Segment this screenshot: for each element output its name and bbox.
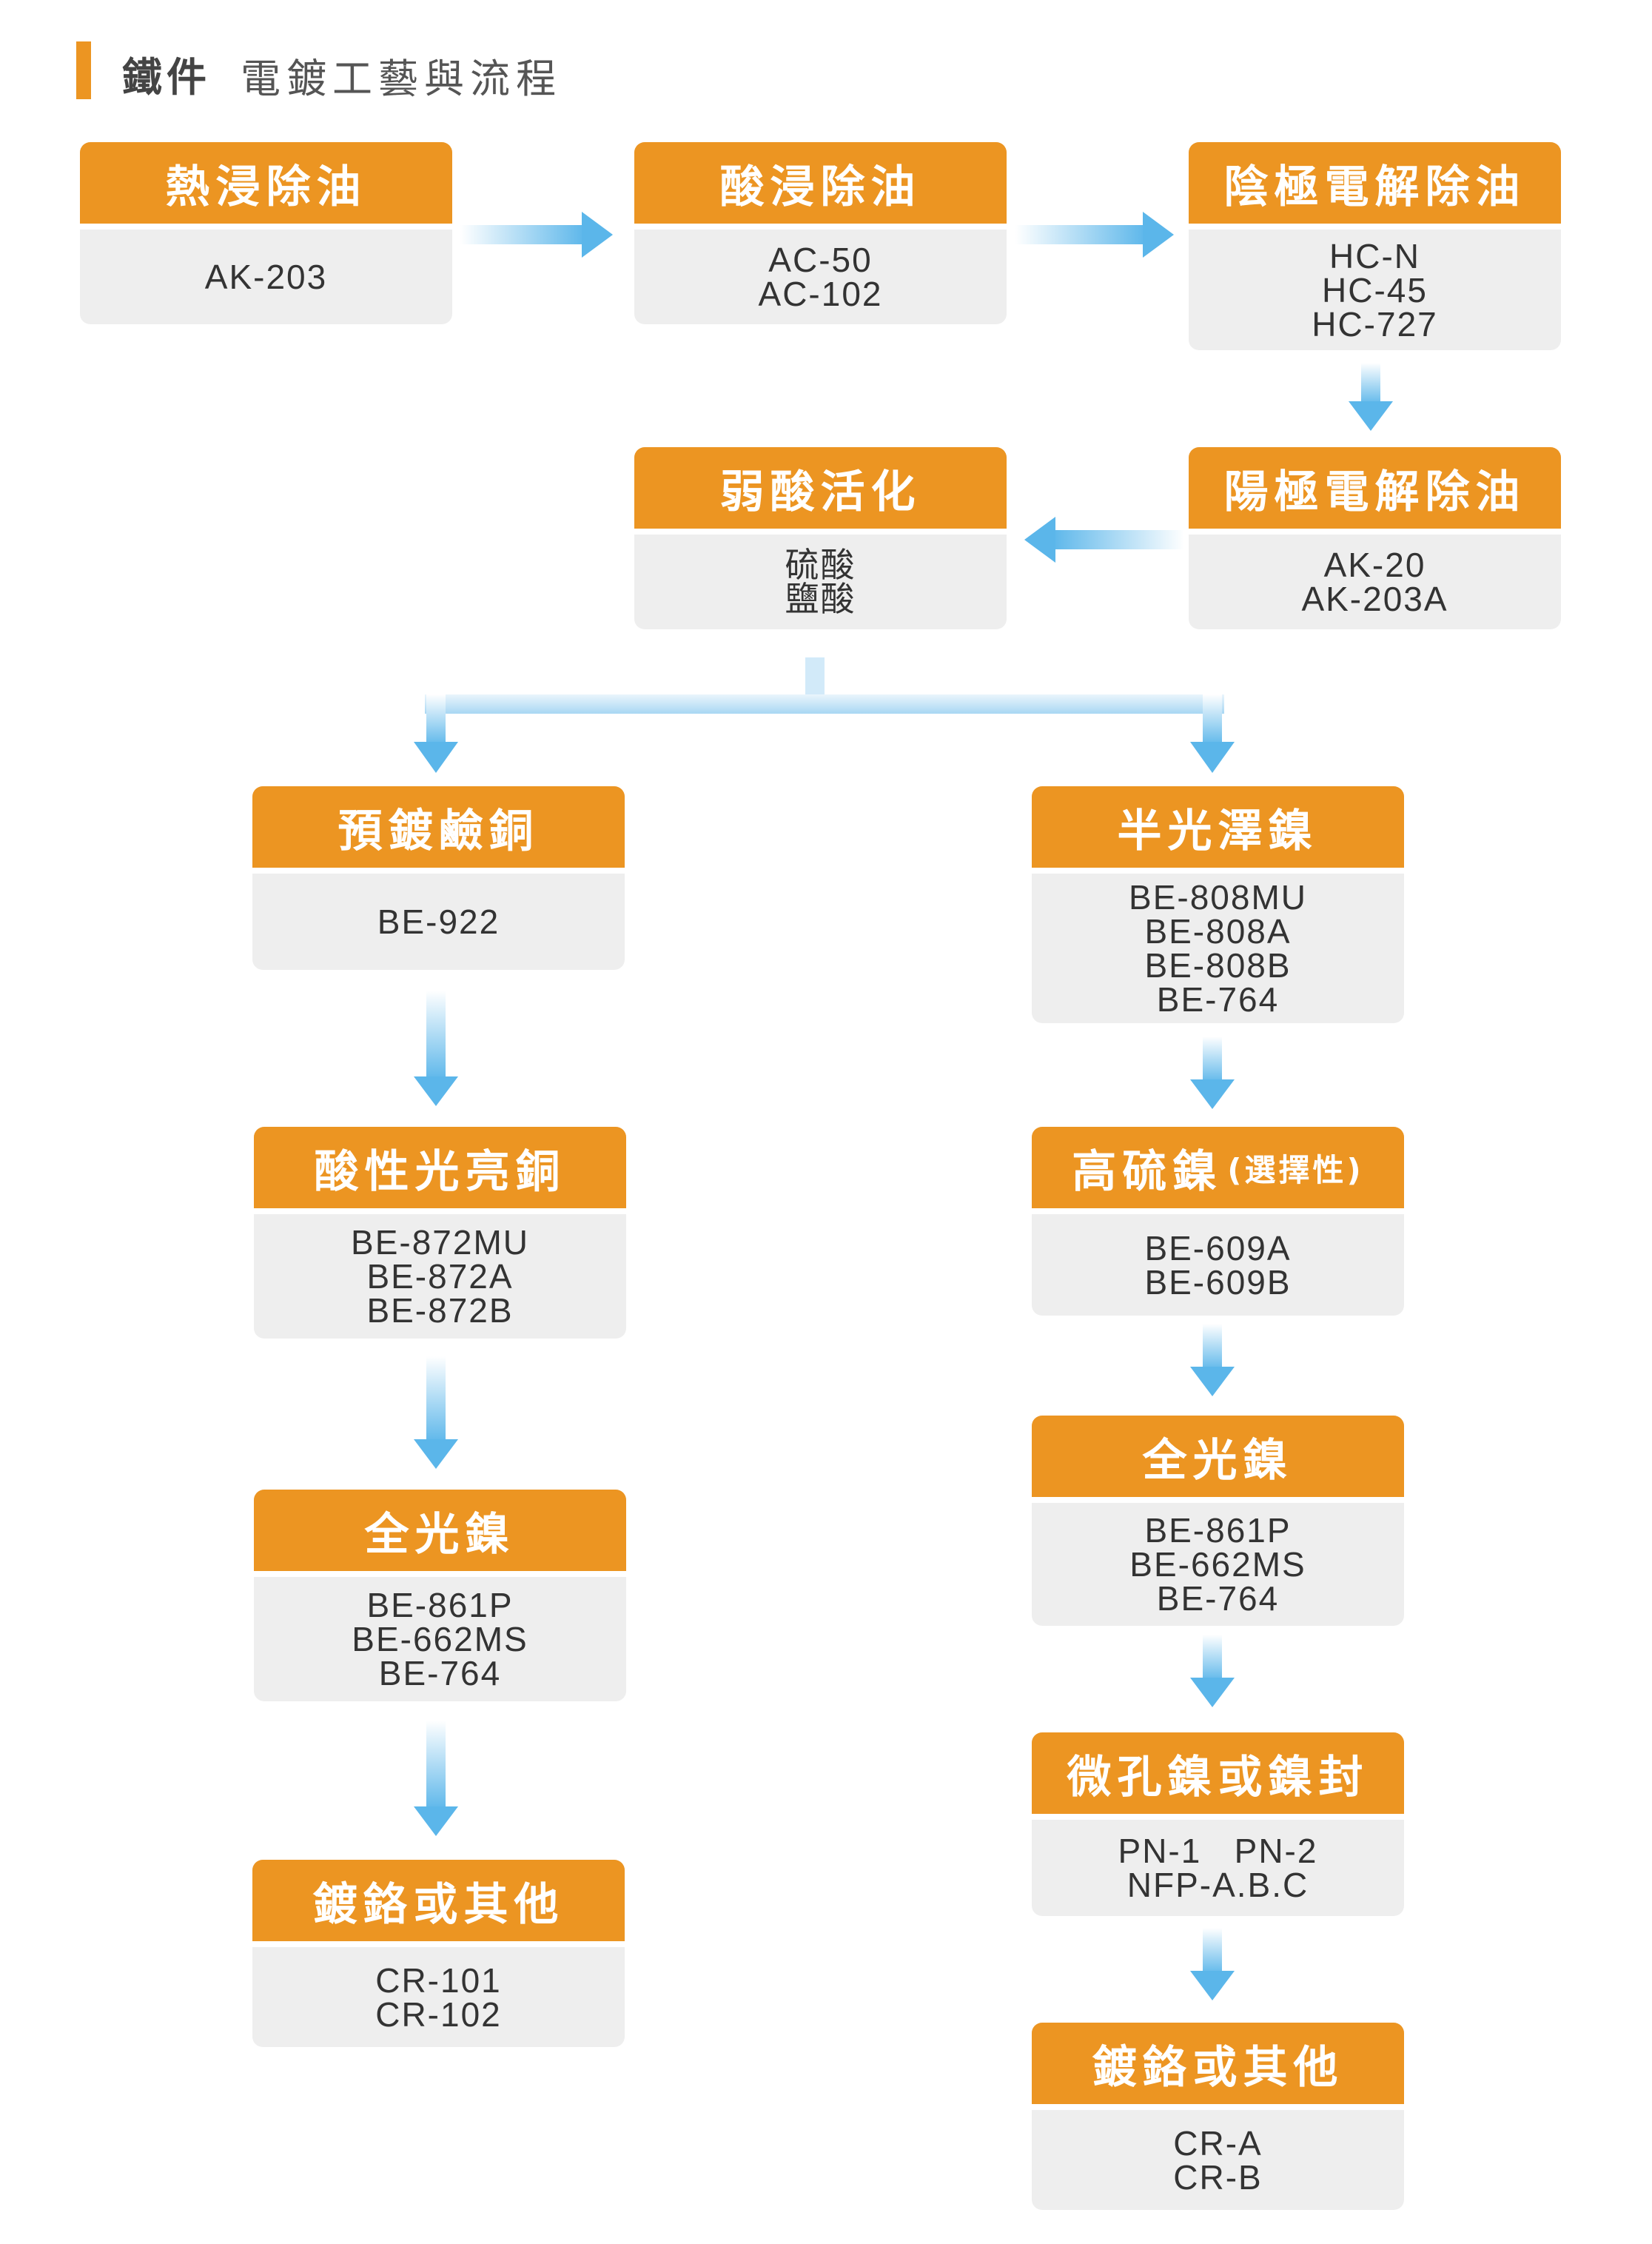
step-products: CR-101 CR-102 (252, 1947, 625, 2047)
arrow-down-left-3 (414, 1721, 458, 1836)
step-products: HC-N HC-45 HC-727 (1189, 230, 1561, 350)
product-code: BE-609B (1144, 1262, 1292, 1302)
product-code: 鹽酸 (785, 580, 856, 618)
step-chrome-or-other-right: 鍍鉻或其他 CR-A CR-B (1032, 2023, 1404, 2210)
step-title: 陽極電解除油 (1189, 447, 1561, 535)
product-code: AC-102 (758, 275, 883, 313)
step-chrome-or-other-left: 鍍鉻或其他 CR-101 CR-102 (252, 1860, 625, 2047)
product-code: BE-764 (1156, 1579, 1280, 1618)
product-code: BE-922 (377, 902, 500, 941)
step-products: AK-20 AK-203A (1189, 535, 1561, 629)
product-code: BE-609A (1144, 1228, 1292, 1267)
product-code: 硫酸 (785, 546, 856, 584)
product-code: CR-102 (375, 1995, 502, 2034)
product-code: BE-808A (1144, 912, 1292, 951)
step-hot-soak-degrease: 熱浸除油 AK-203 (80, 142, 452, 324)
arrow-left-weak-acid (1024, 517, 1184, 563)
product-code: BE-861P (366, 1586, 514, 1624)
step-cathodic-electro-degrease: 陰極電解除油 HC-N HC-45 HC-727 (1189, 142, 1561, 350)
product-code: BE-808MU (1129, 878, 1307, 917)
step-title: 全光鎳 (1032, 1416, 1404, 1503)
step-title: 高硫鎳 (選擇性) (1032, 1127, 1404, 1214)
step-title-text: 高硫鎳 (1072, 1145, 1223, 1198)
step-products: BE-808MU BE-808A BE-808B BE-764 (1032, 874, 1404, 1023)
step-products: BE-609A BE-609B (1032, 1214, 1404, 1316)
step-title: 熱浸除油 (80, 142, 452, 230)
step-weak-acid-activation: 弱酸活化 硫酸 鹽酸 (634, 447, 1007, 629)
arrow-right-1 (460, 212, 613, 258)
product-code: CR-101 (375, 1960, 502, 2000)
step-title: 弱酸活化 (634, 447, 1007, 535)
step-title: 酸性光亮銅 (254, 1127, 626, 1214)
arrow-down-left-2 (414, 1356, 458, 1469)
step-title: 酸浸除油 (634, 142, 1007, 230)
arrow-down-right-2 (1190, 1324, 1235, 1396)
step-title: 鍍鉻或其他 (1032, 2023, 1404, 2110)
product-code: BE-808B (1144, 946, 1292, 985)
step-products: AK-203 (80, 230, 452, 324)
product-code: HC-N (1329, 236, 1420, 275)
arrow-down-right-1 (1190, 1036, 1235, 1109)
arrow-down-anodic (1349, 363, 1393, 431)
step-high-sulfur-nickel: 高硫鎳 (選擇性) BE-609A BE-609B (1032, 1127, 1404, 1316)
step-products: CR-A CR-B (1032, 2110, 1404, 2210)
step-products: BE-861P BE-662MS BE-764 (254, 1577, 626, 1701)
product-code: BE-764 (378, 1654, 502, 1692)
step-title-note: (選擇性) (1227, 1151, 1364, 1188)
product-code: PN-1 PN-2 (1118, 1832, 1318, 1870)
step-products: 硫酸 鹽酸 (634, 535, 1007, 629)
step-products: BE-922 (252, 874, 625, 970)
step-products: PN-1 PN-2 NFP-A.B.C (1032, 1820, 1404, 1916)
page-subtitle: 電鍍工藝與流程 (241, 56, 562, 102)
step-pre-alkaline-copper: 預鍍鹼銅 BE-922 (252, 786, 625, 970)
product-code: AK-20 (1323, 546, 1426, 584)
arrow-down-left-1 (414, 991, 458, 1106)
product-code: BE-872B (366, 1291, 514, 1330)
step-title: 全光鎳 (254, 1490, 626, 1577)
step-products: AC-50 AC-102 (634, 230, 1007, 324)
product-code: BE-662MS (1129, 1545, 1306, 1584)
branch-connector (414, 657, 1235, 773)
step-products: BE-872MU BE-872A BE-872B (254, 1214, 626, 1339)
product-code: HC-727 (1312, 304, 1438, 344)
step-acid-soak-degrease: 酸浸除油 AC-50 AC-102 (634, 142, 1007, 324)
step-bright-nickel-right: 全光鎳 BE-861P BE-662MS BE-764 (1032, 1416, 1404, 1626)
step-bright-nickel-left: 全光鎳 BE-861P BE-662MS BE-764 (254, 1490, 626, 1701)
product-code: BE-861P (1144, 1511, 1292, 1550)
step-acid-bright-copper: 酸性光亮銅 BE-872MU BE-872A BE-872B (254, 1127, 626, 1339)
step-semi-bright-nickel: 半光澤鎳 BE-808MU BE-808A BE-808B BE-764 (1032, 786, 1404, 1023)
product-code: BE-872A (366, 1257, 514, 1296)
title-accent-bar (76, 41, 91, 99)
product-code: BE-764 (1156, 980, 1280, 1019)
page-title: 鐵件 (122, 54, 211, 101)
arrow-down-right-4 (1190, 1928, 1235, 2000)
product-code: BE-872MU (351, 1223, 529, 1262)
step-title: 陰極電解除油 (1189, 142, 1561, 230)
product-code: AC-50 (768, 241, 873, 279)
product-code: AK-203 (204, 258, 328, 296)
product-code: CR-A (1173, 2123, 1263, 2163)
step-title: 半光澤鎳 (1032, 786, 1404, 874)
step-title: 預鍍鹼銅 (252, 786, 625, 874)
product-code: AK-203A (1301, 580, 1448, 618)
arrow-down-right-3 (1190, 1635, 1235, 1707)
product-code: CR-B (1173, 2157, 1263, 2197)
step-microporous-nickel-seal: 微孔鎳或鎳封 PN-1 PN-2 NFP-A.B.C (1032, 1732, 1404, 1916)
step-title: 微孔鎳或鎳封 (1032, 1732, 1404, 1820)
product-code: NFP-A.B.C (1126, 1866, 1309, 1904)
step-title: 鍍鉻或其他 (252, 1860, 625, 1947)
step-anodic-electro-degrease: 陽極電解除油 AK-20 AK-203A (1189, 447, 1561, 629)
arrow-right-2 (1015, 212, 1174, 258)
step-products: BE-861P BE-662MS BE-764 (1032, 1503, 1404, 1626)
product-code: BE-662MS (352, 1620, 528, 1658)
product-code: HC-45 (1322, 270, 1428, 309)
